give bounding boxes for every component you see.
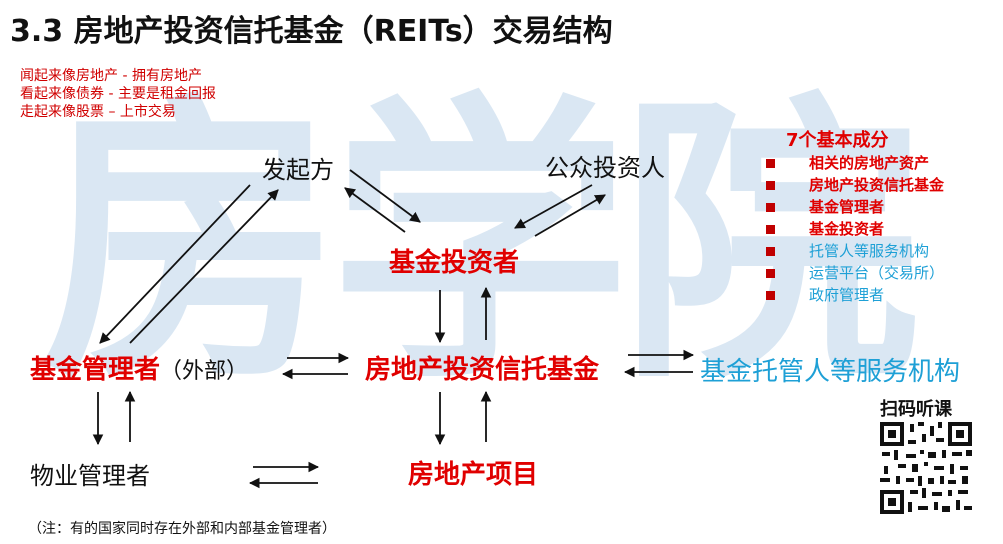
arrow-public-to-investors [514, 184, 593, 229]
feature-line: 闻起来像房地产 - 拥有房地产 [20, 68, 202, 84]
component-label: 运营平台（交易所） [809, 264, 945, 282]
qr-label: 扫码听课 [880, 399, 952, 420]
component-item: 托管人等服务机构 [766, 240, 944, 262]
component-label: 房地产投资信托基金 [809, 176, 945, 194]
component-label: 基金投资者 [809, 220, 885, 238]
node-property-manager: 物业管理者 [30, 462, 150, 490]
feature-line: 看起来像债券 - 主要是租金回报 [20, 86, 216, 102]
arrow-sponsor-to-manager [99, 184, 251, 344]
bullet-icon [766, 159, 775, 168]
arrow-investors-to-sponsor [344, 187, 406, 233]
node-public-investors: 公众投资人 [545, 154, 665, 182]
slide-title: 3.3 房地产投资信托基金（REITs）交易结构 [10, 14, 613, 49]
node-project: 房地产项目 [408, 460, 539, 490]
watermark: 房学院 [40, 70, 920, 419]
component-item: 房地产投资信托基金 [766, 174, 944, 196]
feature-line: 走起来像股票 – 上市交易 [20, 104, 176, 120]
node-sponsor: 发起方 [262, 156, 334, 184]
component-label: 托管人等服务机构 [809, 242, 930, 260]
arrow-manager-to-sponsor [129, 189, 279, 344]
fund-manager-label: 基金管理者 [30, 355, 161, 385]
component-item: 基金投资者 [766, 218, 944, 240]
component-item: 运营平台（交易所） [766, 262, 944, 284]
bullet-icon [766, 225, 775, 234]
arrow-investors-to-public [534, 194, 606, 237]
bullet-icon [766, 247, 775, 256]
component-item: 政府管理者 [766, 284, 944, 306]
qr-code-icon[interactable] [878, 420, 974, 516]
component-item: 基金管理者 [766, 196, 944, 218]
components-title: 7个基本成分 [786, 130, 889, 151]
node-fund-investors: 基金投资者 [389, 248, 520, 278]
component-label: 基金管理者 [809, 198, 885, 216]
component-label: 相关的房地产资产 [809, 154, 930, 172]
components-list: 相关的房地产资产 房地产投资信托基金 基金管理者 基金投资者 托管人等服务机构 … [766, 152, 944, 306]
bullet-icon [766, 203, 775, 212]
bullet-icon [766, 291, 775, 300]
node-reits: 房地产投资信托基金 [365, 355, 600, 385]
component-label: 政府管理者 [809, 286, 885, 304]
node-fund-manager: 基金管理者（外部） [30, 349, 248, 386]
component-item: 相关的房地产资产 [766, 152, 944, 174]
bullet-icon [766, 269, 775, 278]
footnote: （注：有的国家同时存在外部和内部基金管理者） [28, 521, 336, 537]
arrow-sponsor-to-investors [349, 169, 421, 223]
fund-manager-suffix: （外部） [160, 359, 249, 384]
node-custodian: 基金托管人等服务机构 [700, 357, 961, 387]
bullet-icon [766, 181, 775, 190]
